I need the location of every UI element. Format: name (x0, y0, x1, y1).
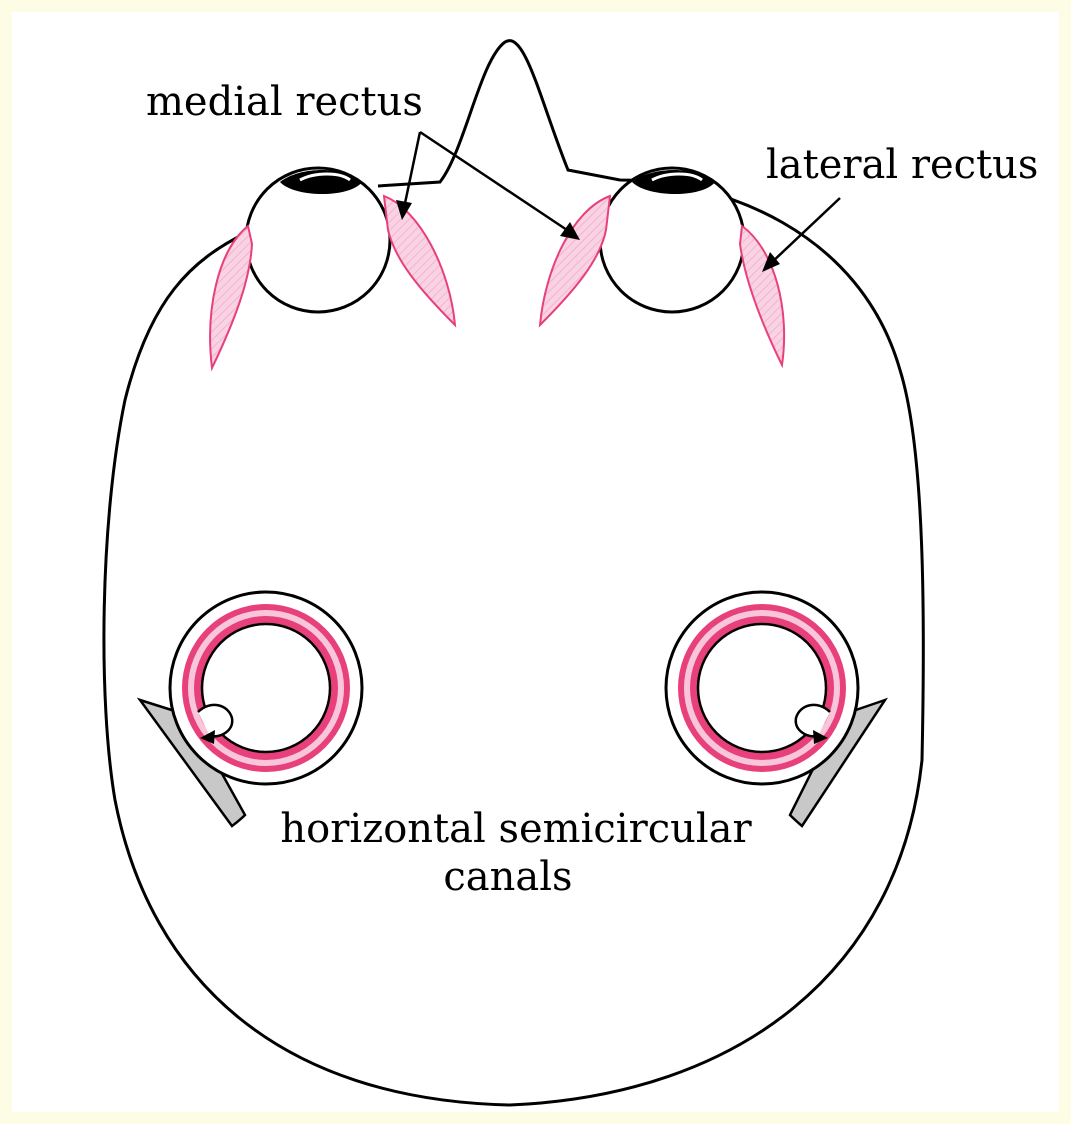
lateral-rectus-label: lateral rectus (766, 142, 1038, 188)
right-eye (600, 168, 744, 312)
left-eye (246, 168, 390, 312)
canals-label-line1: horizontal semicircular (280, 806, 752, 852)
medial-rectus-label: medial rectus (146, 79, 423, 125)
canals-label-line2: canals (443, 854, 572, 900)
head-diagram: medial rectus lateral rectus horizontal … (12, 12, 1059, 1112)
